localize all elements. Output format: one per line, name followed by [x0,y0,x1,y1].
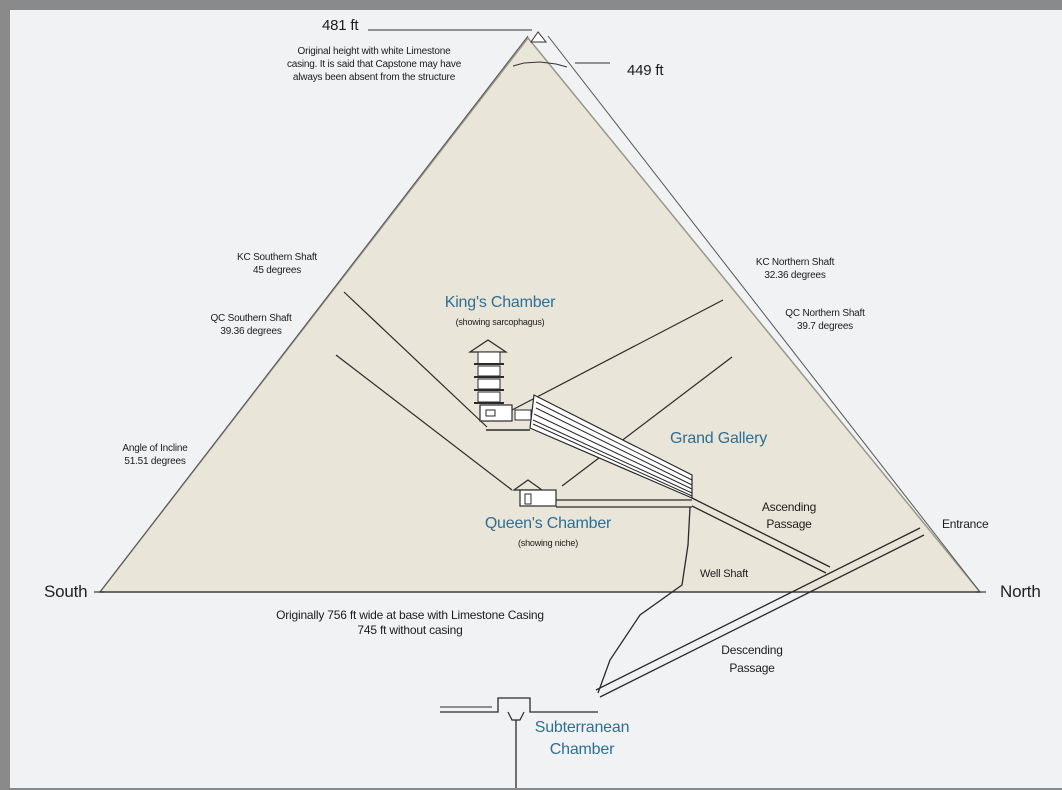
angle-of-incline-name: Angle of Incline [122,443,188,454]
grand-gallery-structure [529,394,693,499]
kc-southern-shaft [343,291,488,428]
casing-edge-north [547,35,981,593]
subterranean-line1: Subterranean [534,719,630,736]
qc-southern-shaft [335,354,513,491]
kc-northern-shaft-label: KC Northern Shaft 32.36 degrees [740,256,850,282]
qc-northern-shaft-name: QC Northern Shaft [785,308,865,319]
descending-passage-label: Descending Passage [702,641,802,677]
ascending-passage [691,497,831,568]
qc-northern-shaft [561,356,733,487]
queens-chamber-note: (showing niche) [517,538,579,548]
descending-line2: Passage [729,661,775,675]
pyramid-drawing [94,29,986,788]
angle-of-incline-value: 51.51 degrees [124,456,186,467]
original-height-label: 481 ft [322,17,359,34]
south-label: South [44,582,88,601]
pyramid-diagram: 481 ft Original height with white Limest… [10,10,1062,788]
qc-southern-shaft-angle: 39.36 degrees [220,326,282,337]
kc-southern-shaft-label: KC Southern Shaft 45 degrees [222,251,332,277]
well-shaft [597,506,691,694]
queens-chamber-structure [512,479,557,507]
north-label: North [1000,582,1041,601]
original-height-note: Original height with white Limestone cas… [286,46,462,83]
subterranean-chamber-structure [440,697,598,788]
descending-line1: Descending [721,643,783,657]
grand-gallery-label: Grand Gallery [670,430,767,447]
casing-edge-south [99,35,529,593]
descending-passage [595,527,921,691]
current-top-line [512,61,568,68]
qc-southern-shaft-name: QC Southern Shaft [210,313,292,324]
current-height-label: 449 ft [627,62,664,79]
ascending-passage-label: Ascending Passage [744,499,834,533]
qc-northern-shaft-angle: 39.7 degrees [797,321,853,332]
ascending-line1: Ascending [761,500,817,514]
well-shaft-label: Well Shaft [700,568,748,580]
qc-southern-shaft-label: QC Southern Shaft 39.36 degrees [196,312,306,338]
qc-northern-shaft-label: QC Northern Shaft 39.7 degrees [770,307,880,333]
base-width-line2: 745 ft without casing [357,623,463,637]
kings-chamber-note: (showing sarcophagus) [455,317,545,327]
kc-northern-shaft-name: KC Northern Shaft [755,257,835,268]
kings-chamber-label: King's Chamber [444,294,556,311]
queens-chamber-label: Queen's Chamber [484,515,612,532]
subterranean-line2: Chamber [549,741,615,758]
entrance-label: Entrance [942,517,989,531]
base-width-line1: Originally 756 ft wide at base with Lime… [276,608,544,622]
kc-southern-shaft-angle: 45 degrees [252,265,302,276]
capstone [530,31,548,43]
base-width-label: Originally 756 ft wide at base with Lime… [210,608,610,638]
angle-of-incline-label: Angle of Incline 51.51 degrees [100,442,210,468]
kc-northern-shaft [511,299,724,411]
kings-chamber-structure [468,339,532,431]
subterranean-chamber-label: Subterranean Chamber [512,717,652,761]
kc-northern-shaft-angle: 32.36 degrees [764,270,826,281]
ascending-line2: Passage [766,517,812,531]
kc-southern-shaft-name: KC Southern Shaft [237,252,317,263]
